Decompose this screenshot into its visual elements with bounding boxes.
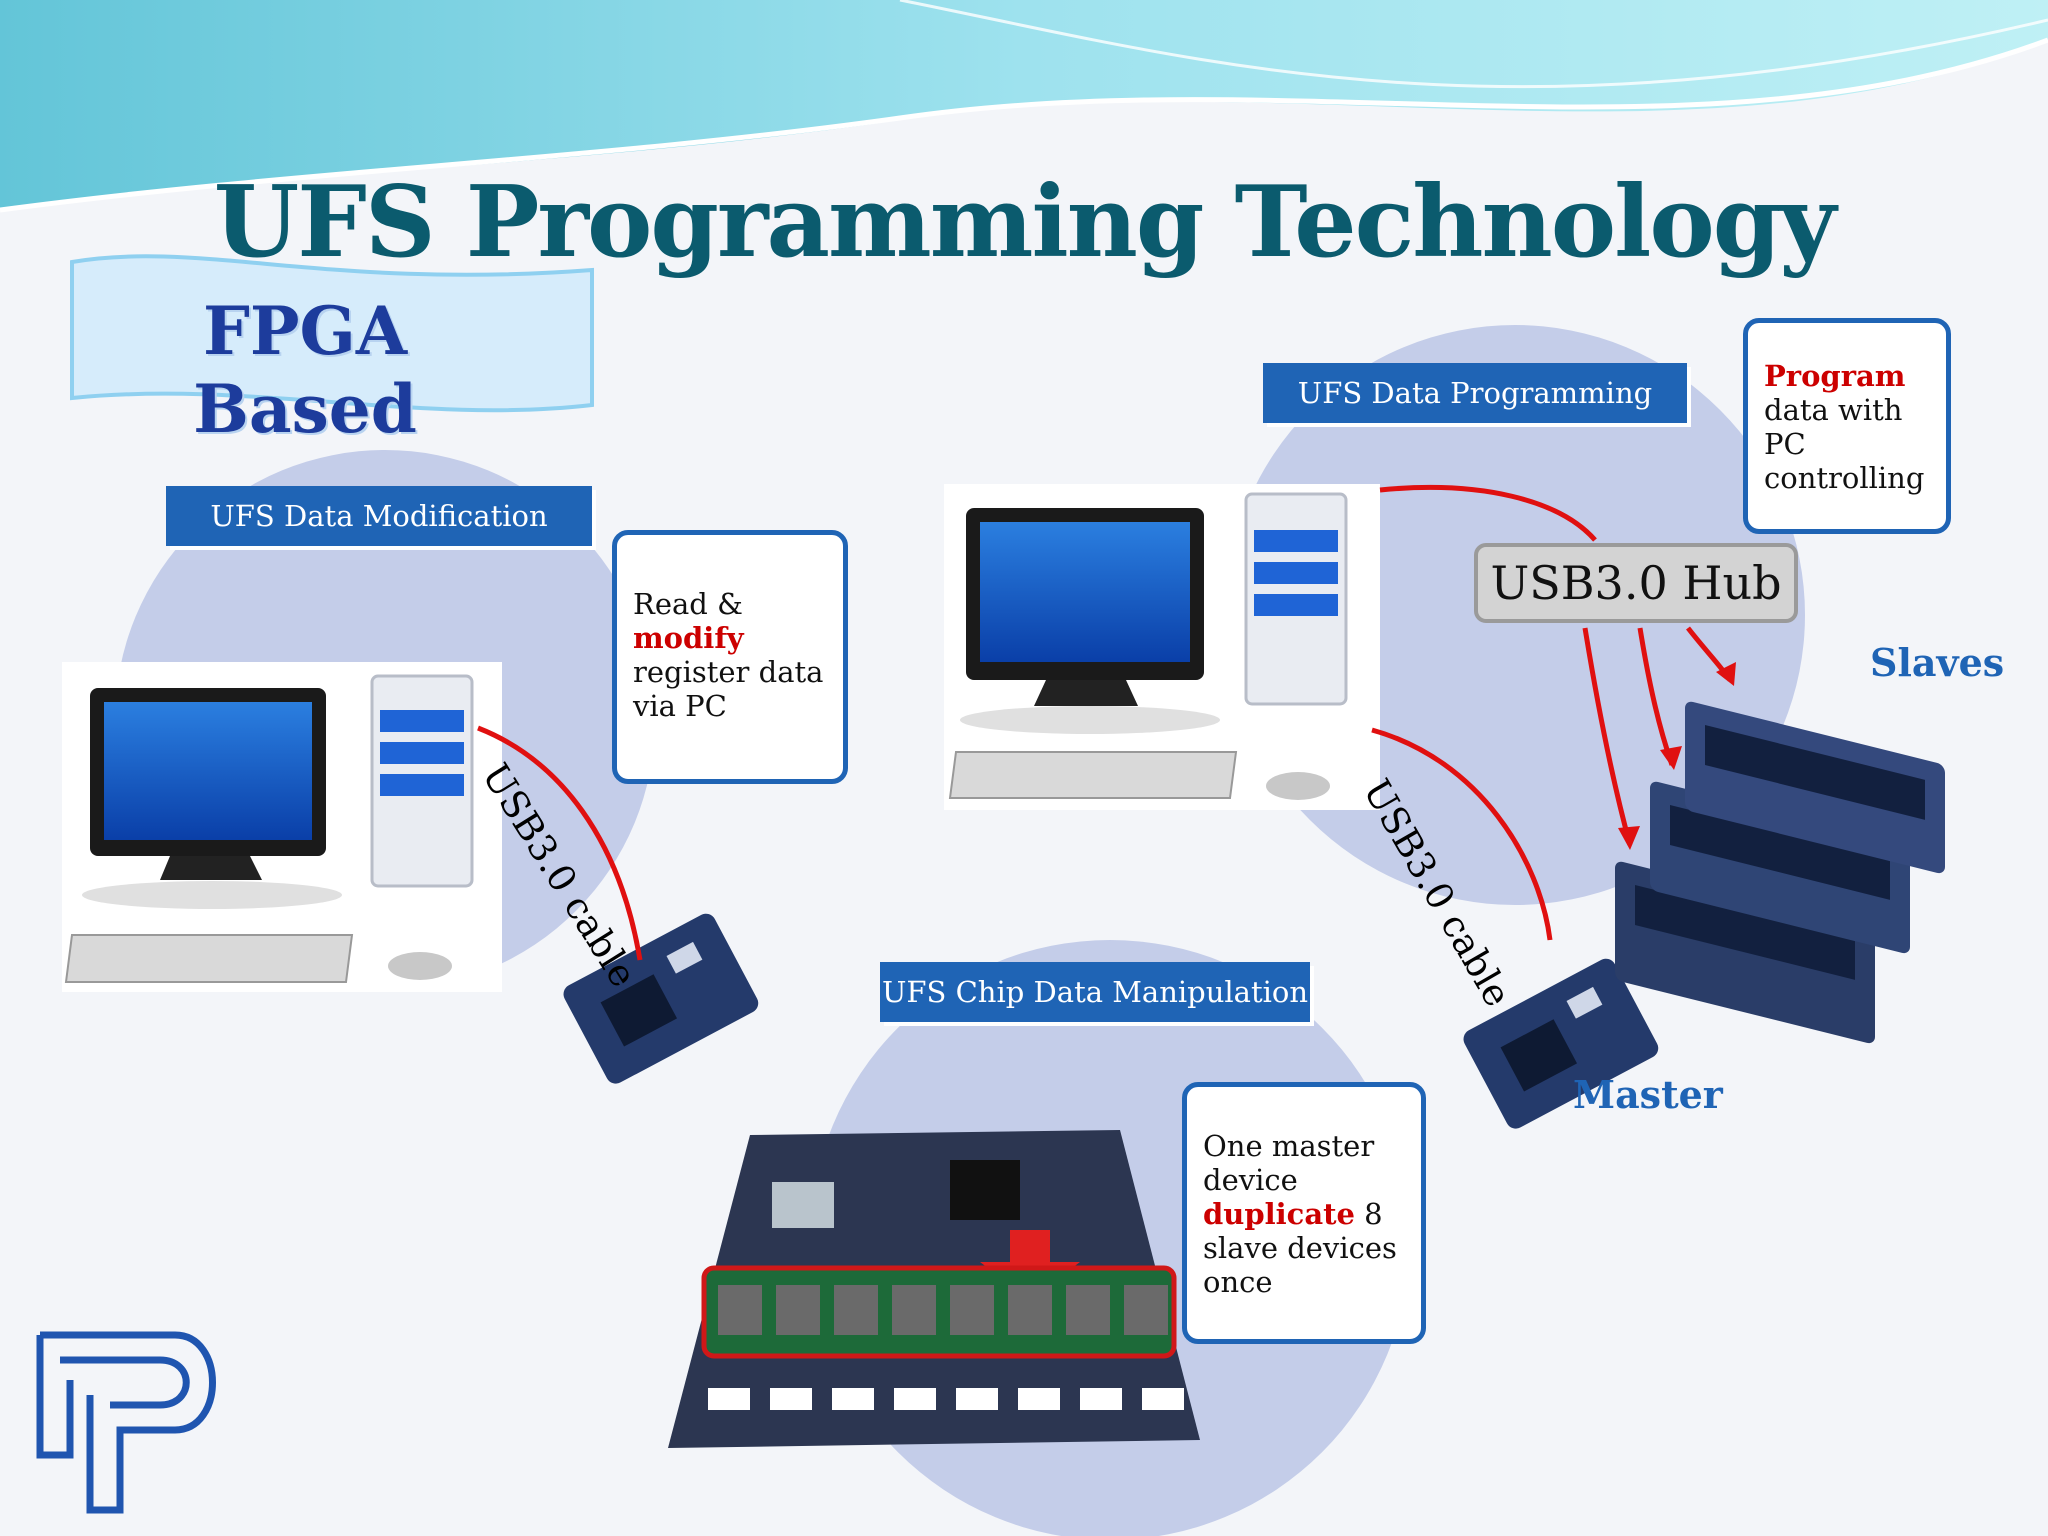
note-modification: Read & modify register data via PC [612, 530, 848, 784]
note-line: One master [1203, 1129, 1375, 1163]
slide-title: UFS Programming Technology [213, 165, 1836, 280]
note-line: data with [1764, 393, 1903, 427]
pc-left-illustration [62, 662, 502, 992]
programmer-device-left [563, 913, 759, 1084]
slaves-label: Slaves [1870, 640, 2005, 685]
wave-line [0, 37, 2048, 213]
wave-line-2 [899, 0, 2048, 89]
programmer-device-master [1463, 958, 1659, 1129]
note-line: duplicate 8 [1203, 1197, 1405, 1231]
note-line: slave devices [1203, 1231, 1397, 1265]
company-logo [36, 1331, 216, 1514]
note-line: via PC [633, 689, 727, 723]
note-line: device [1203, 1163, 1298, 1197]
note-line: controlling [1764, 461, 1925, 495]
note-line: Read & [633, 587, 743, 621]
fpga-badge-label: FPGA Based [193, 292, 417, 448]
tab-data-modification: UFS Data Modification [166, 486, 592, 546]
slave-devices-stack [1615, 701, 1945, 1044]
tab-chip-data-manipulation: UFS Chip Data Manipulation [880, 962, 1310, 1022]
note-programming: Program data with PC controlling [1743, 318, 1951, 534]
fpga-banner [70, 254, 594, 413]
note-count: 8 [1354, 1197, 1383, 1231]
red-cables [477, 484, 1733, 961]
note-manipulation: One master device duplicate 8 slave devi… [1182, 1082, 1426, 1344]
note-line: once [1203, 1265, 1273, 1299]
pc-right-illustration [944, 484, 1380, 810]
duplicator-device [668, 1130, 1200, 1448]
note-highlight: modify [633, 621, 744, 655]
note-line: register data [633, 655, 824, 689]
usb-hub-box: USB3.0 Hub [1474, 543, 1798, 623]
tab-data-programming: UFS Data Programming [1263, 363, 1687, 423]
master-label: Master [1573, 1072, 1723, 1117]
note-highlight: Program [1764, 359, 1906, 393]
note-line: PC [1764, 427, 1806, 461]
note-highlight: duplicate [1203, 1197, 1355, 1231]
arrow-heads [1618, 662, 1736, 850]
